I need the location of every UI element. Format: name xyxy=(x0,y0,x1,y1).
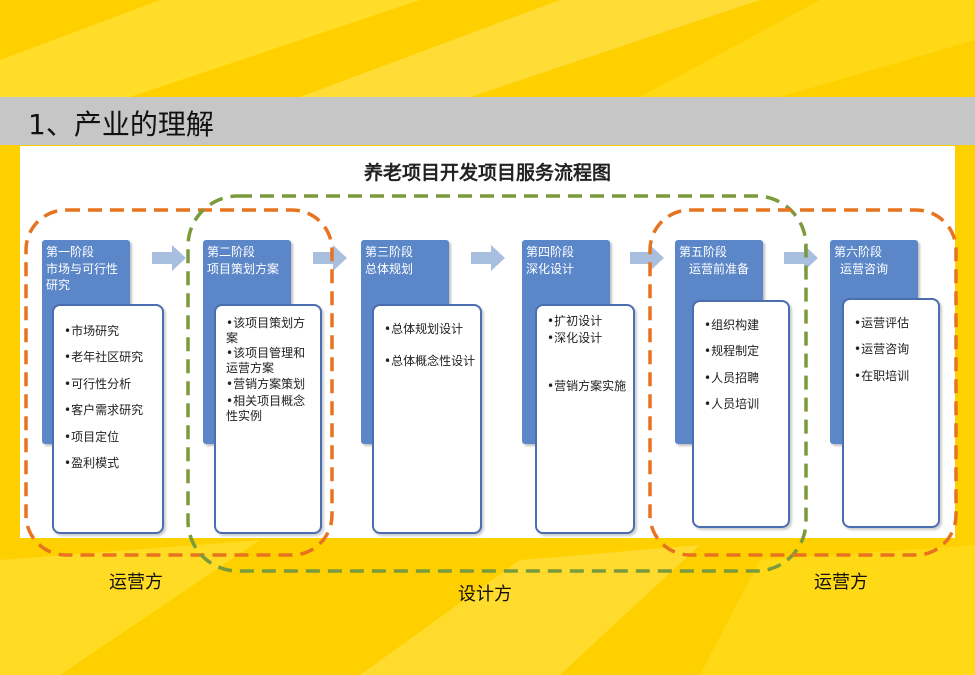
stage-1-item: •可行性分析 xyxy=(64,377,132,391)
stage-4-head: 第四阶段 xyxy=(526,245,575,259)
stage-3-sub: 总体规划 xyxy=(365,262,414,276)
stage-4-item: •深化设计 xyxy=(547,331,603,345)
designer-group-label: 设计方 xyxy=(458,584,512,605)
stage-3-detail-box: •总体规划设计 •总体概念性设计 xyxy=(372,304,482,534)
stage-1-item: •老年社区研究 xyxy=(64,350,144,364)
stage-1-item: •项目定位 xyxy=(64,430,120,444)
stage-2-detail-box: •该项目策划方案 •该项目管理和运营方案 •营销方案策划 •相关项目概念性实例 xyxy=(214,304,322,534)
operator-group-left-label: 运营方 xyxy=(109,572,163,593)
stage-1-item: •市场研究 xyxy=(64,324,120,338)
stage-5-item: •规程制定 xyxy=(704,344,760,358)
stage-1-item: •盈利模式 xyxy=(64,456,120,470)
stage-3-head: 第三阶段 xyxy=(365,245,414,259)
stage-2-item: •营销方案策划 xyxy=(226,377,306,391)
flow-arrow-icon xyxy=(471,245,505,271)
stage-6-detail-box: •运营评估 •运营咨询 •在职培训 xyxy=(842,298,940,528)
flow-arrow-icon xyxy=(152,245,186,271)
stage-6-item: •在职培训 xyxy=(854,369,910,383)
stage-3-item: •总体概念性设计 xyxy=(384,354,476,368)
stage-5-sub: 运营前准备 xyxy=(689,262,750,276)
diagram-title: 养老项目开发项目服务流程图 xyxy=(363,162,611,184)
stage-2-item: •该项目策划方案 xyxy=(226,316,306,345)
stage-2-sub: 项目策划方案 xyxy=(207,262,280,276)
stage-4-item: •扩初设计 xyxy=(547,314,603,328)
stage-6-item: •运营评估 xyxy=(854,316,910,330)
flow-arrow-icon xyxy=(784,245,818,271)
stage-5-item: •组织构建 xyxy=(704,318,760,332)
stage-1-head: 第一阶段 xyxy=(46,245,95,259)
stage-5-head: 第五阶段 xyxy=(679,245,728,259)
flow-arrow-icon xyxy=(630,245,664,271)
stage-4-detail-box: •扩初设计 •深化设计 •营销方案实施 xyxy=(535,304,635,534)
stage-6-item: •运营咨询 xyxy=(854,342,910,356)
stage-6-sub: 运营咨询 xyxy=(840,262,889,276)
operator-group-right-label: 运营方 xyxy=(814,572,868,593)
stage-1-sub: 市场与可行性研究 xyxy=(46,262,119,292)
flow-arrow-icon xyxy=(313,245,347,271)
stage-6-head: 第六阶段 xyxy=(834,245,883,259)
stage-3-item: •总体规划设计 xyxy=(384,322,464,336)
stage-5-item: •人员招聘 xyxy=(704,371,760,385)
stage-1-detail-box: •市场研究 •老年社区研究 •可行性分析 •客户需求研究 •项目定位 •盈利模式 xyxy=(52,304,164,534)
stage-5-item: •人员培训 xyxy=(704,397,760,411)
stage-2-item: •相关项目概念性实例 xyxy=(226,394,306,423)
stage-2-head: 第二阶段 xyxy=(207,245,256,259)
stage-5-detail-box: •组织构建 •规程制定 •人员招聘 •人员培训 xyxy=(692,300,790,528)
section-title-bar: 1、产业的理解 xyxy=(0,97,975,145)
stage-1-item: •客户需求研究 xyxy=(64,403,144,417)
section-title: 1、产业的理解 xyxy=(28,108,214,141)
stage-2-item: •该项目管理和运营方案 xyxy=(226,346,306,375)
stage-4-sub: 深化设计 xyxy=(526,262,575,276)
stage-4-item: •营销方案实施 xyxy=(547,379,627,393)
